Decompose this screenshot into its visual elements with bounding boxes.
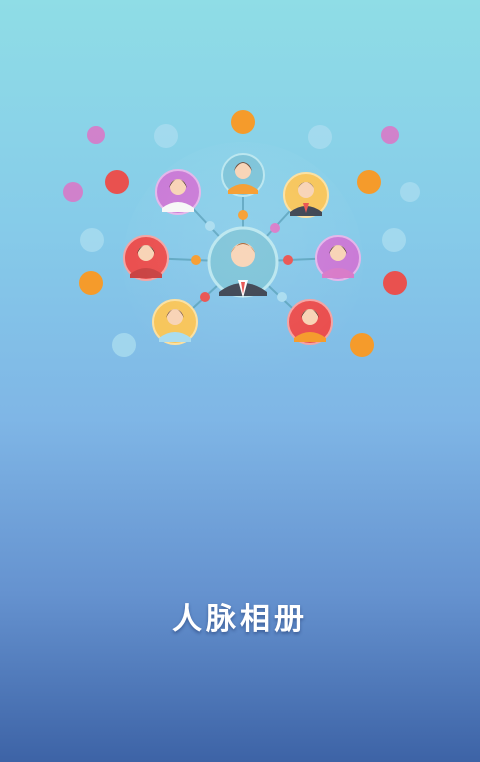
bubble [350, 333, 374, 357]
bubble [105, 170, 129, 194]
decorative-bubbles [63, 110, 420, 357]
bubble [112, 333, 136, 357]
bubble [400, 182, 420, 202]
bubble [357, 170, 381, 194]
bubble [382, 228, 406, 252]
bubble [383, 271, 407, 295]
bubble [231, 110, 255, 134]
bubble [79, 271, 103, 295]
bubble [63, 182, 83, 202]
bubble [308, 125, 332, 149]
bubble [80, 228, 104, 252]
bubble [154, 124, 178, 148]
app-title: 人脉相册 [172, 602, 308, 637]
bubble [381, 126, 399, 144]
bubble [87, 126, 105, 144]
